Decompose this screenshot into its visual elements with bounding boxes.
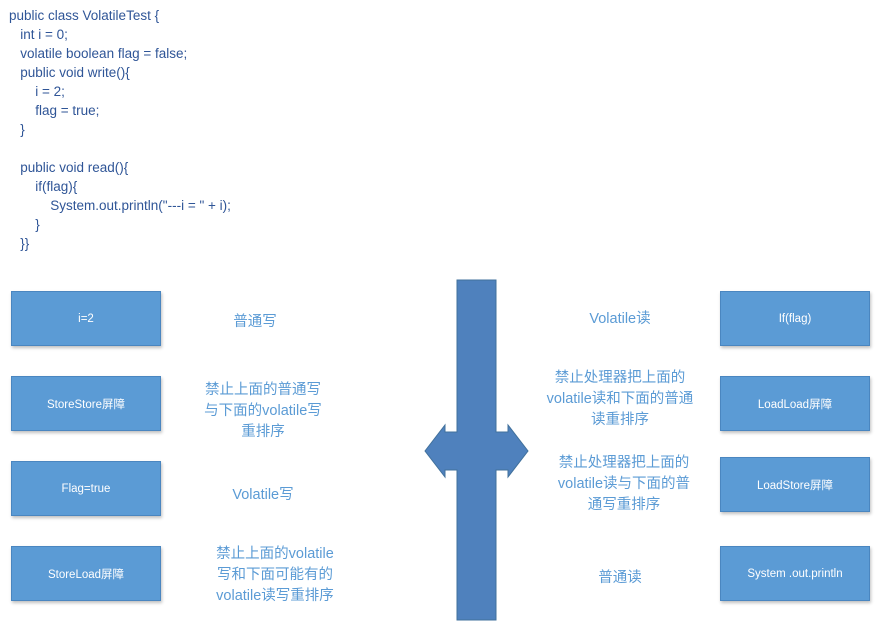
label-normal-write: 普通写 [233, 314, 277, 330]
box-storestore-barrier: StoreStore屏障 [11, 376, 161, 431]
label-storeload-desc: 禁止上面的volatile 写和下面可能有的 volatile读写重排序 [216, 546, 334, 604]
label-volatile-read: Volatile读 [589, 311, 651, 327]
label-storestore-desc: 禁止上面的普通写 与下面的volatile写 重排序 [204, 382, 322, 440]
code-line: } [9, 122, 25, 137]
box-normal-read: System .out.println [720, 546, 870, 601]
code-line: }} [9, 236, 30, 251]
label-volatile-write: Volatile写 [232, 487, 294, 503]
label-loadload-desc: 禁止处理器把上面的 volatile读和下面的普通 读重排序 [546, 370, 694, 428]
code-line: } [9, 217, 40, 232]
box-loadload-barrier: LoadLoad屏障 [720, 376, 870, 431]
box-volatile-write: Flag=true [11, 461, 161, 516]
label-loadstore-desc: 禁止处理器把上面的 volatile读与下面的普 通写重排序 [557, 455, 691, 513]
code-line: public void read(){ [9, 160, 129, 175]
code-line: flag = true; [9, 103, 100, 118]
code-line: if(flag){ [9, 179, 78, 194]
box-loadstore-barrier: LoadStore屏障 [720, 457, 870, 512]
label-normal-read: 普通读 [598, 570, 642, 586]
code-line: i = 2; [9, 84, 65, 99]
code-line: System.out.println("---i = " + i); [9, 198, 231, 213]
code-line: public void write(){ [9, 65, 130, 80]
box-volatile-read: If(flag) [720, 291, 870, 346]
code-line: int i = 0; [9, 27, 68, 42]
box-storeload-barrier: StoreLoad屏障 [11, 546, 161, 601]
code-block: public class VolatileTest { int i = 0; v… [9, 6, 231, 253]
box-normal-write: i=2 [11, 291, 161, 346]
code-line: volatile boolean flag = false; [9, 46, 188, 61]
code-line: public class VolatileTest { [9, 8, 160, 23]
